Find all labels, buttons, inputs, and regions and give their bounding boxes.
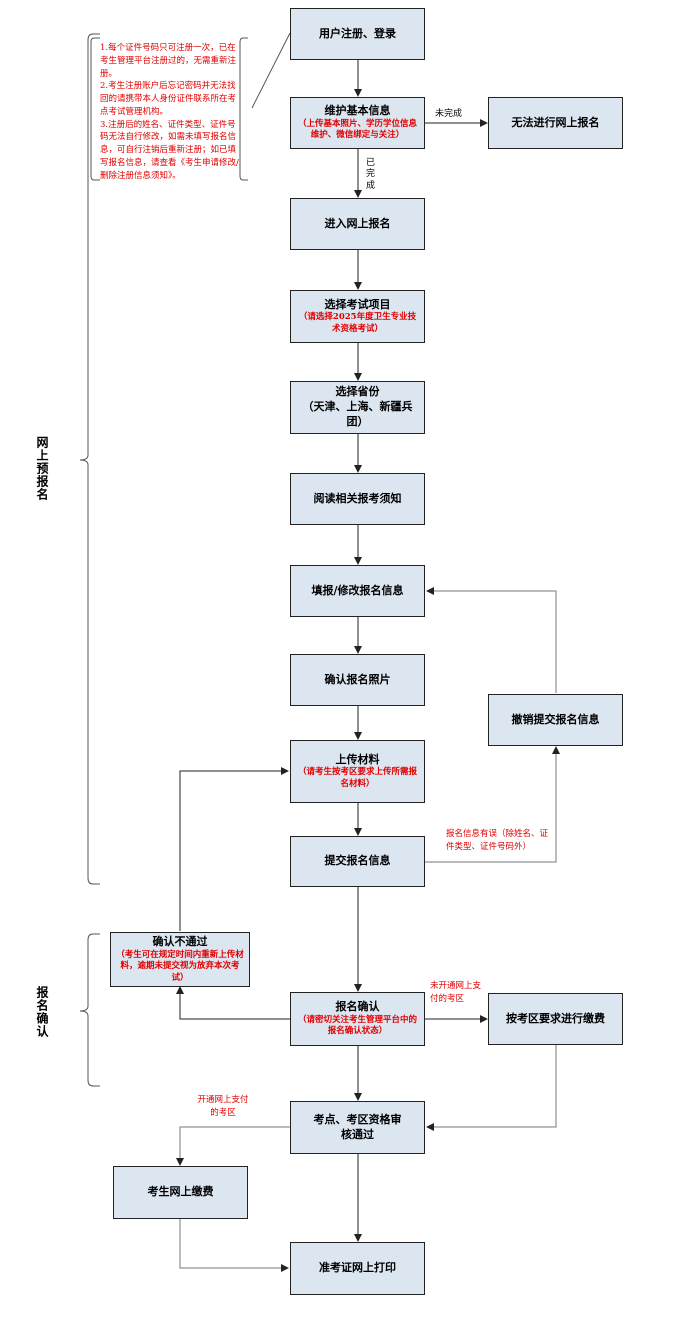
error-label: 报名信息有误（除姓名、证件类型、证件号码外） (446, 829, 549, 852)
maintain-title: 维护基本信息 (324, 104, 391, 118)
payzone-box: 按考区要求进行缴费 (488, 993, 623, 1045)
confirm-box: 报名确认 （请密切关注考生管理平台中的报名确认状态） (290, 992, 425, 1046)
upload-title: 上传材料 (335, 752, 380, 766)
incomplete-label: 未完成 (435, 109, 463, 119)
province-list: （天津、上海、新疆兵团） (302, 400, 413, 428)
arrow-revoke-fill (426, 587, 557, 693)
register-notes: 1.每个证件号码只可注册一次，已在考生管理平台注册过的，无需重新注册。 2.考生… (100, 42, 240, 182)
enter-box: 进入网上报名 (290, 198, 425, 250)
fail-sub: （考生可在规定时间内重新上传材料，逾期未提交视为放弃本次考试） (116, 949, 244, 983)
print-box: 准考证网上打印 (290, 1242, 425, 1295)
payzone-title: 按考区要求进行缴费 (506, 1011, 605, 1025)
note-leader-line (251, 32, 291, 109)
read-box: 阅读相关报考须知 (290, 473, 425, 525)
fill-box: 填报/修改报名信息 (290, 565, 425, 617)
submit-box: 提交报名信息 (290, 836, 425, 887)
revoke-title: 撤销提交报名信息 (511, 712, 600, 726)
submit-title: 提交报名信息 (324, 854, 391, 868)
cannot-register-box: 无法进行网上报名 (488, 97, 623, 149)
upload-box: 上传材料 （请考生按考区要求上传所需报名材料） (290, 740, 425, 803)
online-pay-label: 开通网上支付的考区 (197, 1095, 249, 1118)
maintain-sub: （上传基本照片、学历学位信息维护、微信绑定与关注） (297, 118, 417, 141)
arrow-fail-upload (179, 767, 289, 931)
project-title: 选择考试项目 (324, 297, 391, 311)
confirm-phase-brace (79, 933, 100, 1087)
confirm-title: 报名确认 (335, 1000, 380, 1014)
no-online-pay-label: 未开通网上支付的考区 (430, 981, 482, 1004)
fill-title: 填报/修改报名信息 (311, 583, 404, 597)
arrow-submit-revoke (425, 746, 560, 863)
confirm-phase-label: 报名确认 (35, 986, 49, 1038)
register-box: 用户注册、登录 (290, 8, 425, 60)
note-3: 3.注册后的姓名、证件类型、证件号码无法自行修改，如需未填写报名信息，可自行注销… (100, 119, 239, 181)
confirm-sub: （请密切关注考生管理平台中的报名确认状态） (297, 1014, 417, 1037)
note-2: 2.考生注册账户后忘记密码并无法找回的请携带本人身份证件联系所在考点考试管理机构… (100, 81, 237, 117)
print-title: 准考证网上打印 (319, 1261, 396, 1275)
review-title: 考点、考区资格审核通过 (313, 1112, 402, 1141)
province-box: 选择省份 （天津、上海、新疆兵团） (290, 381, 425, 434)
arrow-confirm-fail (176, 986, 290, 1020)
enter-title: 进入网上报名 (324, 216, 391, 230)
arrow-payonline-print (179, 1219, 289, 1272)
upload-sub: （请考生按考区要求上传所需报名材料） (297, 767, 417, 789)
review-box: 考点、考区资格审核通过 (290, 1101, 425, 1154)
province-title: 选择省份 (335, 385, 380, 399)
maintain-box: 维护基本信息 （上传基本照片、学历学位信息维护、微信绑定与关注） (290, 97, 425, 149)
fail-box: 确认不通过 （考生可在规定时间内重新上传材料，逾期未提交视为放弃本次考试） (110, 932, 250, 987)
arrow-review-payonline (176, 1126, 290, 1166)
register-title: 用户注册、登录 (319, 26, 396, 40)
online-phase-brace (79, 33, 100, 885)
online-phase-label: 网上预报名 (35, 436, 49, 501)
notes-brace-left (90, 37, 100, 181)
project-sub: （请选择2025年度卫生专业技术资格考试） (298, 312, 417, 334)
done-label: 已完成 (366, 158, 376, 191)
fail-title: 确认不通过 (152, 934, 208, 948)
photo-title: 确认报名照片 (324, 672, 391, 686)
photo-box: 确认报名照片 (290, 654, 425, 706)
cannot-title: 无法进行网上报名 (511, 115, 600, 129)
read-title: 阅读相关报考须知 (313, 491, 402, 505)
payonline-title: 考生网上缴费 (147, 1185, 214, 1199)
revoke-box: 撤销提交报名信息 (488, 694, 623, 746)
note-1: 1.每个证件号码只可注册一次，已在考生管理平台注册过的，无需重新注册。 (100, 43, 237, 79)
project-box: 选择考试项目 （请选择2025年度卫生专业技术资格考试） (290, 290, 425, 343)
payonline-box: 考生网上缴费 (113, 1166, 248, 1219)
notes-brace (239, 37, 248, 181)
arrow-payzone-review (426, 1045, 557, 1131)
